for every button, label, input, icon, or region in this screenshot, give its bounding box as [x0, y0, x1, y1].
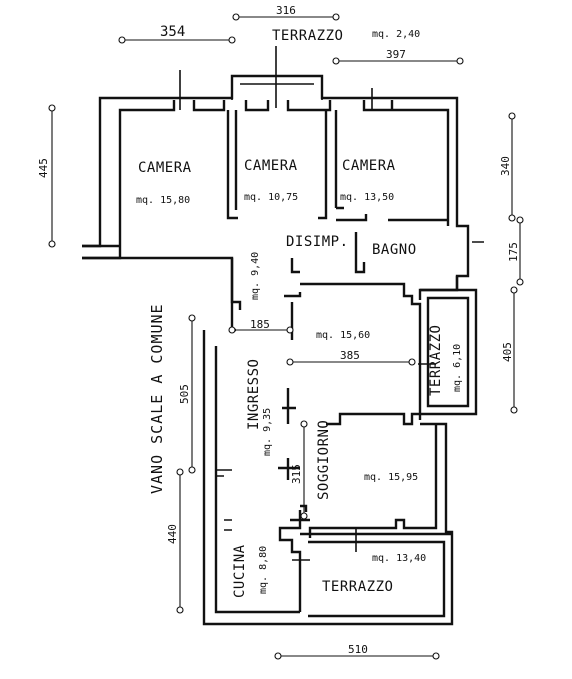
- terrazzo-bottom-outline: [300, 532, 452, 618]
- inner-wall-bedrooms: [82, 100, 450, 260]
- dim-440: 440: [166, 524, 179, 544]
- ingresso-area: mq. 9,35: [262, 408, 273, 456]
- ingresso-label: INGRESSO: [246, 359, 262, 430]
- cucina-label: CUCINA: [232, 544, 248, 598]
- disimp-label: DISIMP.: [286, 234, 349, 250]
- cucina-area: mq. 8,80: [258, 546, 269, 594]
- soggiorno-label: SOGGIORNO: [316, 420, 332, 500]
- disimp-walls: [230, 232, 366, 340]
- terrazzo-top-area: mq. 2,40: [372, 29, 420, 40]
- soggiorno-area: mq. 15,95: [364, 472, 418, 483]
- camera2-label: CAMERA: [244, 158, 298, 174]
- dim-397: 397: [386, 48, 406, 61]
- dim-316: 316: [276, 4, 296, 17]
- disimp-area: mq. 9,40: [250, 252, 261, 300]
- vano-scale-label: VANO SCALE A COMUNE: [148, 303, 166, 494]
- ingresso-fixtures: [278, 388, 308, 512]
- terrazzo-right-outline: [420, 288, 478, 416]
- terrazzo-bottom-label: TERRAZZO: [322, 579, 393, 595]
- terrazzo-top-outline: [231, 76, 323, 100]
- camera1-label: CAMERA: [138, 160, 192, 176]
- living-upper-area: mq. 15,60: [316, 330, 370, 341]
- terrazzo-right-area: mq. 6,10: [452, 344, 463, 392]
- lower-partitions: [278, 424, 438, 612]
- camera1-area: mq. 15,80: [136, 195, 190, 206]
- dim-510: 510: [348, 643, 368, 656]
- camera3-area: mq. 13,50: [340, 192, 394, 203]
- dimension-lines: [48, 13, 524, 660]
- dim-354: 354: [160, 24, 185, 40]
- dim-445: 445: [37, 158, 50, 178]
- dim-185: 185: [250, 318, 270, 331]
- dim-405: 405: [501, 342, 514, 362]
- dim-315: 315: [290, 464, 303, 484]
- camera3-label: CAMERA: [342, 158, 396, 174]
- walls: [82, 46, 484, 626]
- camera2-area: mq. 10,75: [244, 192, 298, 203]
- windows: [179, 46, 484, 561]
- dimension-labels: 316 354 397 445 340 175 405 185 385 505 …: [37, 4, 520, 656]
- terrazzo-top-label: TERRAZZO: [272, 28, 343, 44]
- dim-385: 385: [340, 349, 360, 362]
- dim-175: 175: [507, 242, 520, 262]
- terrazzo-right-label: TERRAZZO: [428, 325, 444, 396]
- terrazzo-bottom-area: mq. 13,40: [372, 553, 426, 564]
- dim-340: 340: [499, 156, 512, 176]
- bagno-label: BAGNO: [372, 242, 417, 258]
- room-labels: CAMERA mq. 15,80 CAMERA mq. 10,75 CAMERA…: [136, 28, 463, 598]
- bedroom-partitions: [226, 110, 448, 222]
- dim-505: 505: [178, 384, 191, 404]
- kitchen-walls: [216, 469, 232, 531]
